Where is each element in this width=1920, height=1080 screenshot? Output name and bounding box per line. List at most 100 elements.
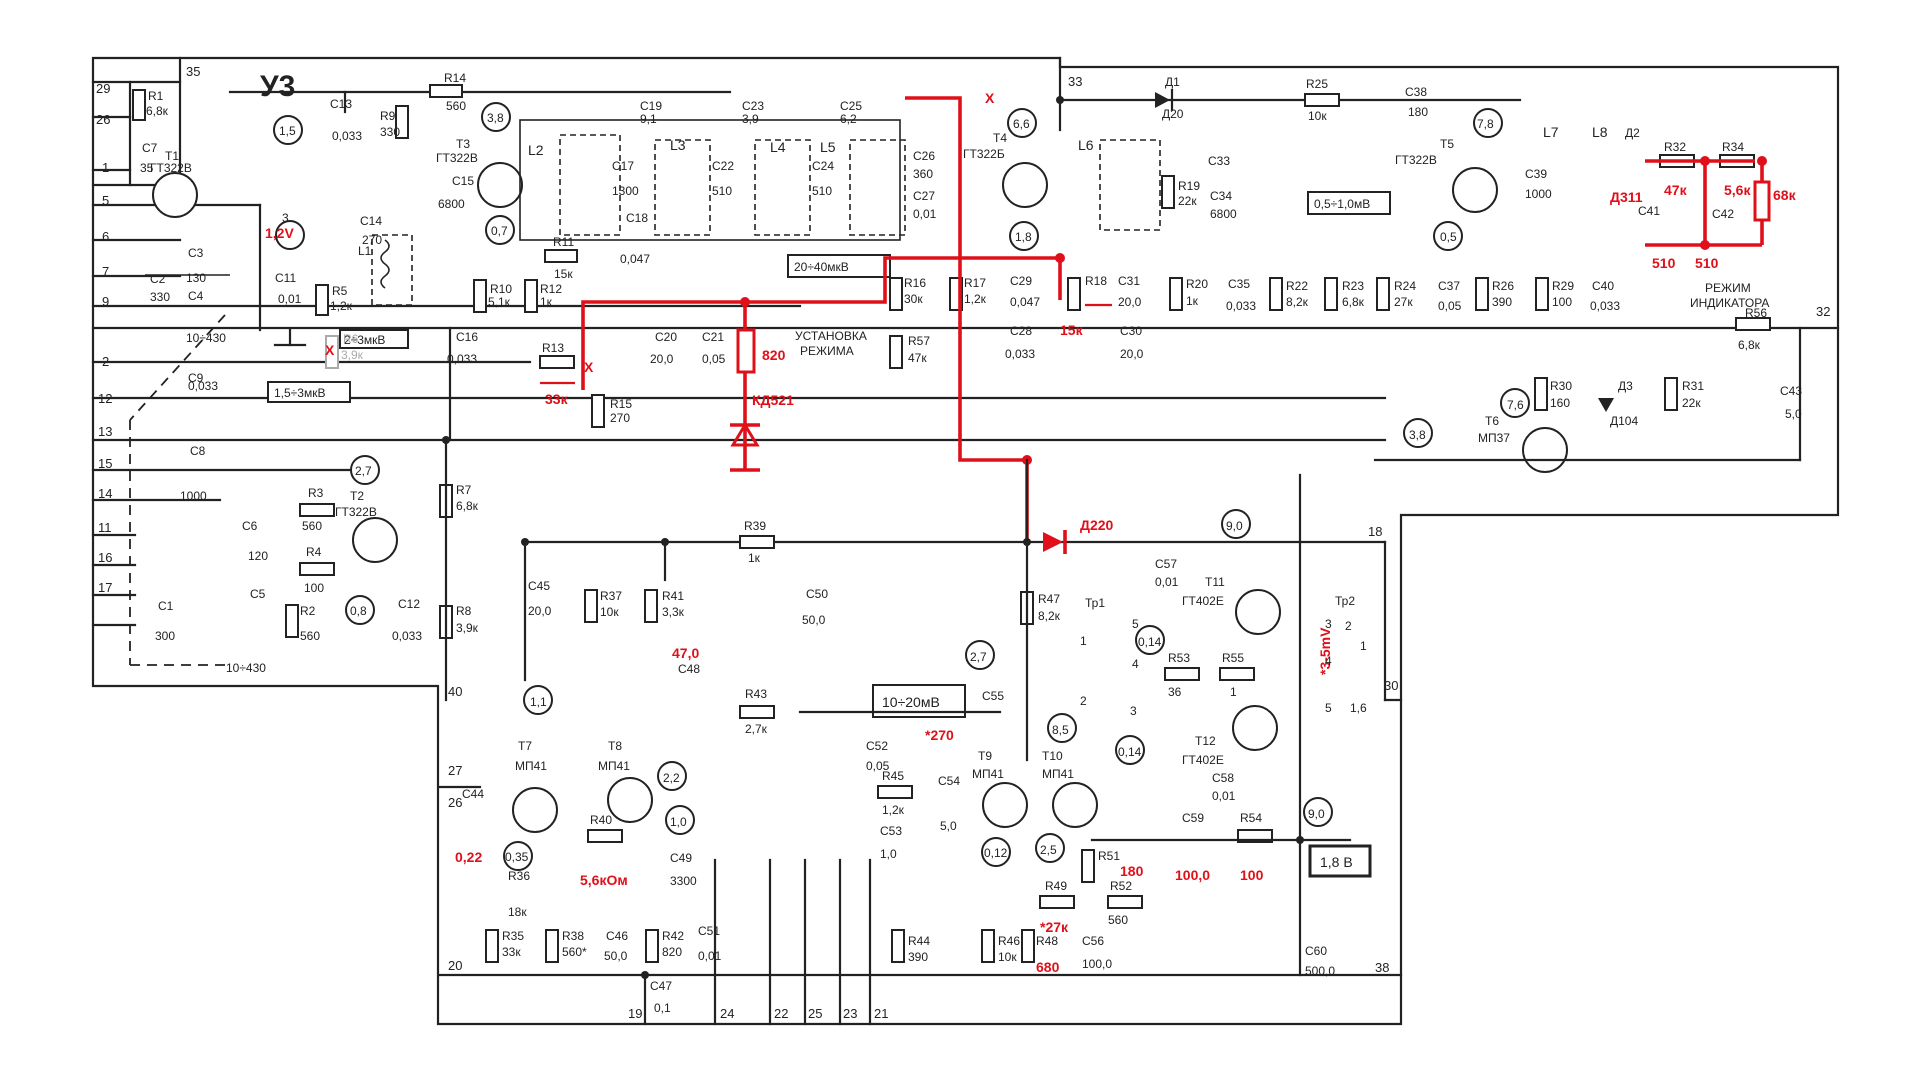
c52-label: C52 — [866, 739, 888, 753]
r54-label: R54 — [1240, 811, 1262, 825]
pin-23: 23 — [843, 1006, 857, 1021]
pin-6: 6 — [102, 229, 109, 244]
block-title: У3 — [260, 70, 295, 103]
r1-label: R1 — [148, 89, 164, 103]
r30-value: 160 — [1550, 396, 1570, 410]
c20-label: C20 — [655, 330, 677, 344]
c20-value: 20,0 — [650, 352, 674, 366]
tp2-pin-16: 1,6 — [1350, 701, 1367, 715]
c51-value: 0,01 — [698, 949, 722, 963]
stage-output: C57 0,01 T11 ГТ402Е 9,0 Тр1 0,14 R53 36 … — [1080, 509, 1398, 978]
c12-label: C12 — [398, 597, 420, 611]
tp2-pin-3: 3 — [1325, 617, 1332, 631]
r16-value: 30к — [904, 292, 923, 306]
c16-value: 0,033 — [447, 352, 477, 366]
red-rework-indicator — [1645, 156, 1771, 250]
tp1-pin-3: 3 — [1130, 704, 1137, 718]
stage-t1: T1 ГТ322В 1,5 3 R5 1,2к C11 0,01 C13 0,0… — [150, 71, 732, 349]
r56-value: 6,8к — [1738, 338, 1761, 352]
c1-label: C1 — [158, 599, 174, 613]
mod-1-2v: 1,2V — [265, 225, 294, 241]
left-pin-group: 29 26 1 35 R1 6,8к C7 35 5 6 7 9 2 12 13… — [91, 56, 1840, 627]
d3-type: Д104 — [1610, 414, 1638, 428]
l4-label: L4 — [770, 139, 786, 155]
l3-label: L3 — [670, 137, 686, 153]
c56-value: 100,0 — [1082, 957, 1112, 971]
c16-label: C16 — [456, 330, 478, 344]
t3-type: ГТ322В — [436, 151, 478, 165]
note-ustanovka: УСТАНОВКА — [795, 329, 867, 343]
t5-label: T5 — [1440, 137, 1454, 151]
note-20-40mkv: 20÷40мкВ — [794, 260, 849, 274]
c3-label: C3 — [188, 246, 204, 260]
pin-35: 35 — [186, 64, 200, 79]
note-1-5-3mkv: 1,5÷3мкВ — [274, 386, 325, 400]
note-rezhima: РЕЖИМА — [800, 344, 854, 358]
c24-label: C24 — [812, 159, 834, 173]
r4-label: R4 — [306, 545, 322, 559]
c53-label: C53 — [880, 824, 902, 838]
v21-value: 0,14 — [1138, 635, 1162, 649]
note-2-3mkv: 2÷3мкВ — [344, 333, 385, 347]
tp1-label: Тр1 — [1085, 596, 1105, 610]
r31-label: R31 — [1682, 379, 1704, 393]
r7-label: R7 — [456, 483, 472, 497]
c11-value: 0,01 — [278, 292, 302, 306]
r26-value: 390 — [1492, 295, 1512, 309]
t9-type: МП41 — [972, 767, 1004, 781]
pin-30: 30 — [1384, 678, 1398, 693]
c19-label: C19 — [640, 99, 662, 113]
r24-label: R24 — [1394, 279, 1416, 293]
r49-label: R49 — [1045, 879, 1067, 893]
t9-label: T9 — [978, 749, 992, 763]
r5-value: 1,2к — [330, 299, 353, 313]
r41-label: R41 — [662, 589, 684, 603]
c59-label: C59 — [1182, 811, 1204, 825]
c5-value: 10÷430 — [226, 661, 266, 675]
c35-label: C35 — [1228, 277, 1250, 291]
c31-value: 20,0 — [1118, 295, 1142, 309]
c9-label: C9 — [188, 371, 204, 385]
t6-type: МП37 — [1478, 431, 1510, 445]
c22-label: C22 — [712, 159, 734, 173]
pin-18: 18 — [1368, 524, 1382, 539]
tp2-label: Тр2 — [1335, 594, 1355, 608]
c57-label: C57 — [1155, 557, 1177, 571]
mod-x-r13: X — [584, 359, 594, 375]
tp1-pin-1: 1 — [1080, 634, 1087, 648]
c58-label: C58 — [1212, 771, 1234, 785]
r5-label: R5 — [332, 284, 348, 298]
r15-value: 270 — [610, 411, 630, 425]
c14-label: C14 — [360, 214, 382, 228]
bottom-pin-row: 19 24 22 25 23 21 — [628, 858, 888, 1026]
c46-label: C46 — [606, 929, 628, 943]
mod-100: 100 — [1240, 867, 1264, 883]
if-filter-l2-l5: L2 L3 L4 L5 C19 9,1 C23 3,9 C25 6,2 C17 … — [519, 99, 937, 278]
c27-value: 0,01 — [913, 207, 937, 221]
mod-3-5mv: *3-5mV — [1317, 627, 1333, 675]
c35-value: 0,033 — [1226, 299, 1256, 313]
c20-c21-group: C20 20,0 C21 0,05 УСТАНОВКА РЕЖИМА — [650, 329, 867, 366]
tp2-pin-2: 2 — [1345, 619, 1352, 633]
c5-label: C5 — [250, 587, 266, 601]
c25-label: C25 — [840, 99, 862, 113]
l6-label: L6 — [1078, 137, 1094, 153]
r10-value: 5,1к — [488, 295, 511, 309]
r47-value: 8,2к — [1038, 609, 1061, 623]
c52-value: 0,05 — [866, 759, 890, 773]
mod-33k: 33к — [545, 391, 569, 407]
c54-value: 5,0 — [940, 819, 957, 833]
r57-label: R57 — [908, 334, 930, 348]
r12-label: R12 — [540, 282, 562, 296]
mod-kd521: КД521 — [752, 392, 794, 408]
r45-label: R45 — [882, 769, 904, 783]
c4-label: C4 — [188, 289, 204, 303]
mod-510a: 510 — [1652, 255, 1676, 271]
d3-label: Д3 — [1618, 379, 1633, 393]
r35-label: R35 — [502, 929, 524, 943]
stage-t5: T5 ГТ322В 7,8 0,5 C39 1000 L7 L8 Д2 Д311… — [1395, 108, 1830, 352]
c2-label: C2 — [150, 272, 166, 286]
r35-value: 33к — [502, 945, 521, 959]
r8-value: 3,9к — [456, 621, 479, 635]
